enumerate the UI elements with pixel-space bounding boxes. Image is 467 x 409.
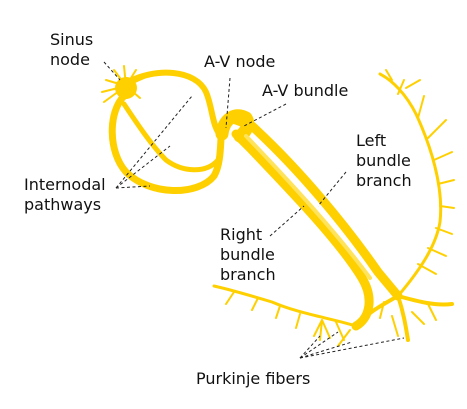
right-bundle-branch-label: Right bundle branch [220, 225, 280, 284]
sinus-node-label-line: Sinus [50, 30, 93, 49]
av-bundle-label: A-V bundle [262, 81, 348, 100]
internodal-loop-outer [108, 92, 226, 194]
left-bundle-branch-label-line: Left [356, 131, 386, 150]
left-bundle-branch-shape [231, 115, 403, 301]
left-ventricle-wall-fibers [378, 72, 443, 298]
right-bundle-branch-label-line: branch [220, 265, 276, 284]
av-node-leader [225, 77, 231, 129]
sinus-node-label-line: node [50, 50, 90, 69]
purkinje-fibers-label-line: Purkinje fibers [196, 369, 310, 388]
internodal-loop-upper [121, 69, 221, 135]
purkinje-leader-2 [299, 331, 339, 359]
internodal-pathway-inner [121, 101, 221, 173]
bundle-branch-core [244, 134, 372, 280]
right-bundle-branch-label-line: bundle [220, 245, 275, 264]
av-node-label-line: A-V node [204, 52, 275, 71]
internodal-pathways-label-line: Internodal [24, 175, 106, 194]
purkinje-fibers-shape [225, 291, 345, 341]
internodal-leader-1 [115, 95, 193, 189]
apex-twigs [337, 301, 437, 347]
av-bundle-label-line: A-V bundle [262, 81, 348, 100]
left-bundle-branch-label-line: branch [356, 171, 412, 190]
purkinje-leader-3 [299, 341, 353, 359]
left-bundle-branch-label: Left bundle branch [356, 131, 416, 190]
left-bundle-branch-label-line: bundle [356, 151, 411, 170]
internodal-pathways-label: Internodal pathways [24, 175, 111, 214]
labels: Sinus node A-V node A-V bundle Left bund… [24, 30, 416, 388]
sinus-node-leader [103, 61, 121, 81]
av-bundle-leader [243, 103, 287, 127]
right-bundle-branch-leader [269, 205, 305, 237]
internodal-pathways-label-line: pathways [24, 195, 101, 214]
right-bundle-branch-label-line: Right [220, 225, 262, 244]
av-node-label: A-V node [204, 52, 275, 71]
conduction-pathways [101, 65, 455, 347]
leader-lines [103, 61, 405, 359]
left-bundle-branch-leader [317, 171, 347, 207]
sinus-node-label: Sinus node [50, 30, 98, 69]
apex-fibers [354, 294, 454, 342]
purkinje-leader-1 [299, 335, 321, 359]
purkinje-fibers-label: Purkinje fibers [196, 369, 310, 388]
right-ventricle-fibers [212, 284, 358, 328]
left-ventricle-twigs [385, 69, 455, 275]
internodal-leader-3 [115, 185, 151, 189]
purkinje-leader-4 [299, 337, 405, 359]
internodal-leader-2 [115, 145, 171, 189]
